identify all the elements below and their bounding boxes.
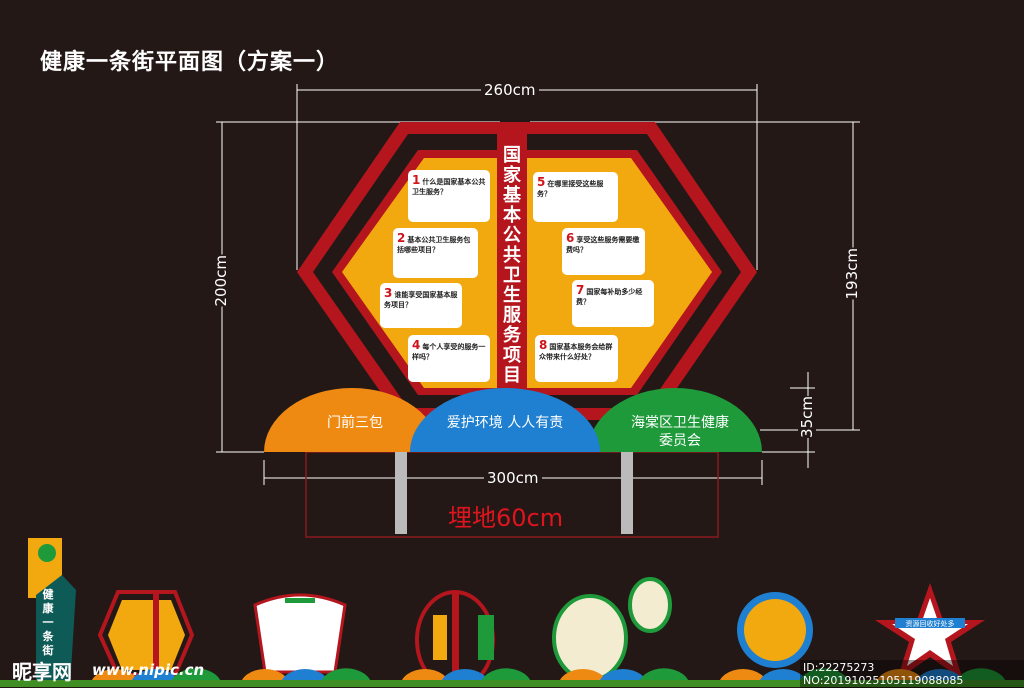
buried-depth-label: 埋地60cm bbox=[448, 504, 564, 532]
dim-width-base: 300cm bbox=[484, 469, 542, 487]
arc-label-green: 海棠区卫生健康 委员会 bbox=[631, 415, 729, 449]
thumbnail-star-sign bbox=[875, 583, 985, 680]
column-title: 国家基本公共卫生服务项目 bbox=[503, 145, 521, 386]
thumbnail-leaf-sign bbox=[552, 577, 672, 682]
thumbnail-vertical-text: 健康一条街 bbox=[42, 588, 54, 657]
watermark-url: www.nipic.cn bbox=[92, 661, 205, 679]
watermark-id: ID:22275273 NO:20191025105119088085 bbox=[800, 660, 1024, 688]
thumbnail-star-text: 资源回收好处多 bbox=[905, 620, 955, 628]
thumbnail-hexagon-sign bbox=[97, 590, 195, 677]
thumbnail-round-sign bbox=[415, 590, 495, 687]
thumbnail-fan-sign bbox=[253, 593, 347, 674]
dim-base-height: 35cm bbox=[798, 396, 816, 438]
dim-height-right: 193cm bbox=[843, 248, 861, 300]
base-arc-green bbox=[588, 388, 762, 452]
dim-width-top: 260cm bbox=[481, 81, 539, 99]
center-column bbox=[497, 122, 527, 397]
arc-label-orange: 门前三包 bbox=[327, 415, 383, 431]
grass-strip bbox=[0, 680, 1024, 687]
thumbnail-flower-sign bbox=[737, 592, 813, 668]
page-title: 健康一条街平面图（方案一） bbox=[40, 50, 340, 75]
base-arc-blue bbox=[410, 388, 600, 452]
post-right bbox=[621, 452, 633, 534]
thumbnail-vertical-sign bbox=[28, 538, 76, 687]
dim-height-left: 200cm bbox=[212, 255, 230, 307]
base-arc-orange bbox=[264, 388, 440, 452]
arc-label-blue: 爱护环境 人人有责 bbox=[446, 415, 564, 431]
post-left bbox=[395, 452, 407, 534]
watermark-logo: 昵享网 bbox=[12, 660, 72, 684]
